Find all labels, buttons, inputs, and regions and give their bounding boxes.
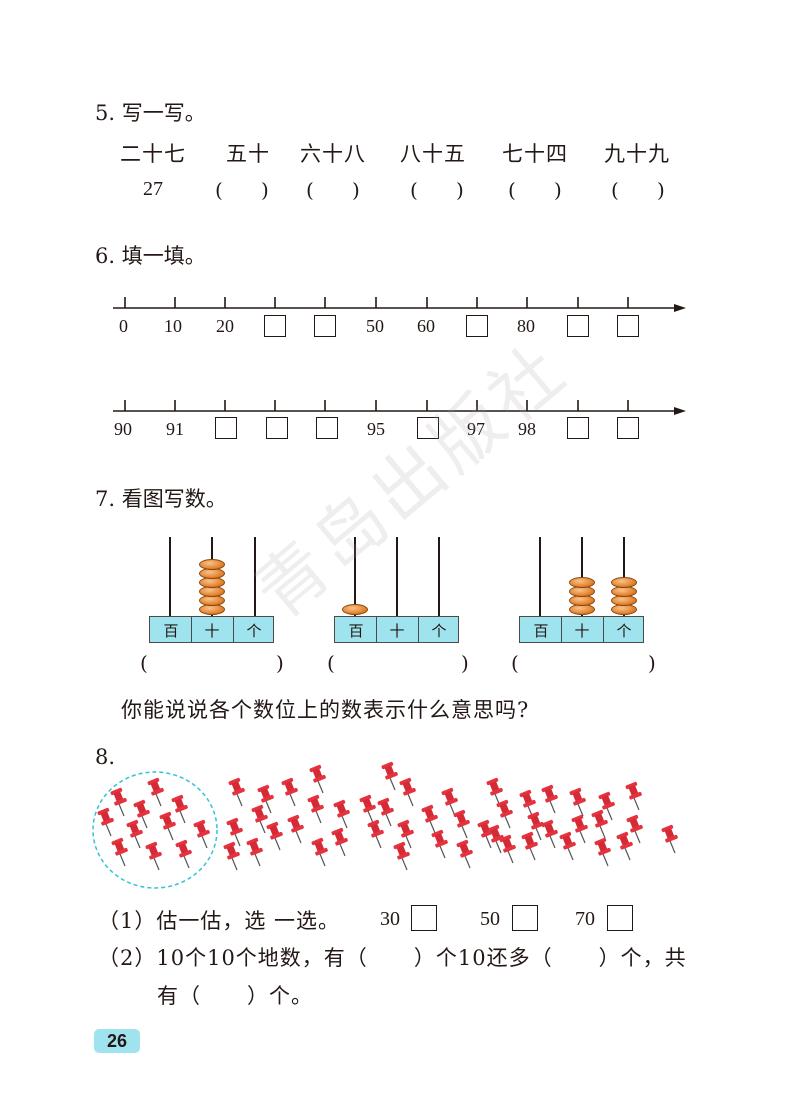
q7-open-paren[interactable]: (	[511, 651, 519, 675]
place-value-bar: 百 十 个	[519, 616, 644, 643]
place-value-ones: 个	[246, 622, 262, 640]
abacus-rod	[254, 537, 256, 617]
q5-word-4: 八十五	[400, 142, 466, 166]
q5-blank-5[interactable]: ( )	[508, 178, 562, 202]
abacus-rod	[396, 537, 398, 617]
nl2-label-97: 97	[467, 419, 485, 439]
abacus-rod	[438, 537, 440, 617]
q5-word-1: 二十七	[120, 142, 186, 166]
q5-word-2: 五十	[226, 142, 270, 166]
nl2-answer-box[interactable]	[617, 417, 639, 439]
q7-close-paren: )	[461, 651, 469, 675]
nl1-answer-box[interactable]	[466, 315, 488, 337]
q5-blank-3[interactable]: ( )	[306, 178, 360, 202]
pin-group	[222, 760, 679, 871]
nl1-label-80: 80	[517, 316, 535, 336]
place-value-bar: 百 十 个	[149, 616, 274, 643]
q5-example-answer: 27	[143, 178, 163, 200]
nl1-label-20: 20	[216, 316, 234, 336]
place-value-tens: 十	[389, 622, 405, 640]
nl2-label-91: 91	[166, 419, 184, 439]
place-value-tens: 十	[204, 622, 220, 640]
place-value-hundreds: 百	[348, 622, 364, 640]
place-value-bar: 百 十 个	[334, 616, 459, 643]
abacus-bead	[342, 604, 368, 615]
pin-group-circled	[96, 776, 211, 871]
q5-blank-2[interactable]: ( )	[215, 178, 269, 202]
abacus-bead	[611, 577, 637, 588]
nl2-label-95: 95	[367, 419, 385, 439]
thumbtack-group	[92, 760, 679, 889]
option-30-checkbox[interactable]	[411, 905, 437, 931]
q5-blank-4[interactable]: ( )	[410, 178, 464, 202]
q5-word-5: 七十四	[502, 142, 568, 166]
number-lines	[113, 297, 686, 415]
option-30-label: 30	[380, 908, 400, 930]
nl2-label-98: 98	[518, 419, 536, 439]
abacus-bead	[199, 559, 225, 570]
nl2-answer-box[interactable]	[215, 417, 237, 439]
nl2-label-90: 90	[114, 419, 132, 439]
nl1-label-60: 60	[417, 316, 435, 336]
q8-title: 8.	[95, 745, 116, 769]
option-70-label: 70	[575, 908, 595, 930]
q7-close-paren: )	[276, 651, 284, 675]
abacus-bead	[569, 577, 595, 588]
place-value-ones: 个	[431, 622, 447, 640]
nl1-label-10: 10	[164, 316, 182, 336]
option-50-label: 50	[480, 908, 500, 930]
nl1-answer-box[interactable]	[567, 315, 589, 337]
q5-blank-6[interactable]: ( )	[611, 178, 665, 202]
place-value-tens: 十	[574, 622, 590, 640]
nl1-label-50: 50	[366, 316, 384, 336]
page-number: 26	[94, 1029, 140, 1053]
option-70-checkbox[interactable]	[607, 905, 633, 931]
nl1-answer-box[interactable]	[264, 315, 286, 337]
nl1-label-0: 0	[119, 316, 128, 336]
q7-title: 7. 看图写数。	[95, 487, 227, 511]
nl2-answer-box[interactable]	[567, 417, 589, 439]
q8-part2-line1[interactable]: （2）10个10个地数，有（ ）个10还多（ ）个，共	[98, 946, 687, 970]
q6-title: 6. 填一填。	[95, 244, 206, 268]
q7-question: 你能说说各个数位上的数表示什么意思吗?	[121, 698, 530, 722]
q7-open-paren[interactable]: (	[327, 651, 335, 675]
nl2-answer-box[interactable]	[417, 417, 439, 439]
dashed-circle	[92, 771, 218, 889]
q5-word-6: 九十九	[604, 142, 670, 166]
q5-word-3: 六十八	[300, 142, 366, 166]
place-value-ones: 个	[616, 622, 632, 640]
place-value-hundreds: 百	[163, 622, 179, 640]
q5-title: 5. 写一写。	[95, 101, 206, 125]
abacus-rod	[354, 537, 356, 617]
q8-part2-line2[interactable]: 有（ ）个。	[157, 984, 314, 1008]
place-value-hundreds: 百	[533, 622, 549, 640]
abacus-rod	[539, 537, 541, 617]
option-50-checkbox[interactable]	[512, 905, 538, 931]
abacus-rod	[169, 537, 171, 617]
nl1-answer-box[interactable]	[314, 315, 336, 337]
q8-part1-label: （1）估一估，选 一选。	[98, 909, 341, 933]
nl1-answer-box[interactable]	[617, 315, 639, 337]
q7-close-paren: )	[648, 651, 656, 675]
nl2-answer-box[interactable]	[316, 417, 338, 439]
nl2-answer-box[interactable]	[266, 417, 288, 439]
q7-open-paren[interactable]: (	[140, 651, 148, 675]
